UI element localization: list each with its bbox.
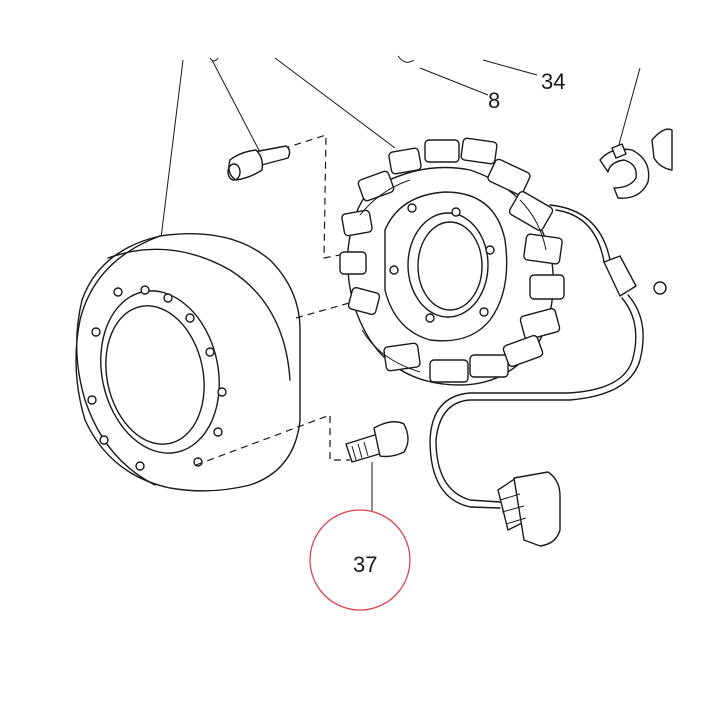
rotor-bolt-holes (87, 285, 227, 471)
cut-off-label (209, 57, 219, 62)
screw-lower (345, 421, 409, 463)
callout-label-8: 8 (488, 88, 500, 113)
rotor-flywheel (75, 233, 301, 492)
partial-bearing (651, 128, 673, 171)
callout-highlight-circle[interactable] (309, 509, 411, 611)
wire-harness (429, 204, 644, 509)
circlip (599, 143, 650, 199)
cut-off-washer (397, 55, 415, 63)
stator-poles (339, 137, 565, 383)
callout-label-37[interactable]: 37 (353, 552, 377, 577)
stator-holes (389, 203, 495, 323)
screw-upper (227, 145, 291, 181)
partial-nut (653, 281, 667, 295)
stator (339, 137, 565, 386)
connector (497, 471, 561, 547)
leader-lines (160, 57, 641, 512)
callout-label-34: 34 (541, 69, 565, 94)
